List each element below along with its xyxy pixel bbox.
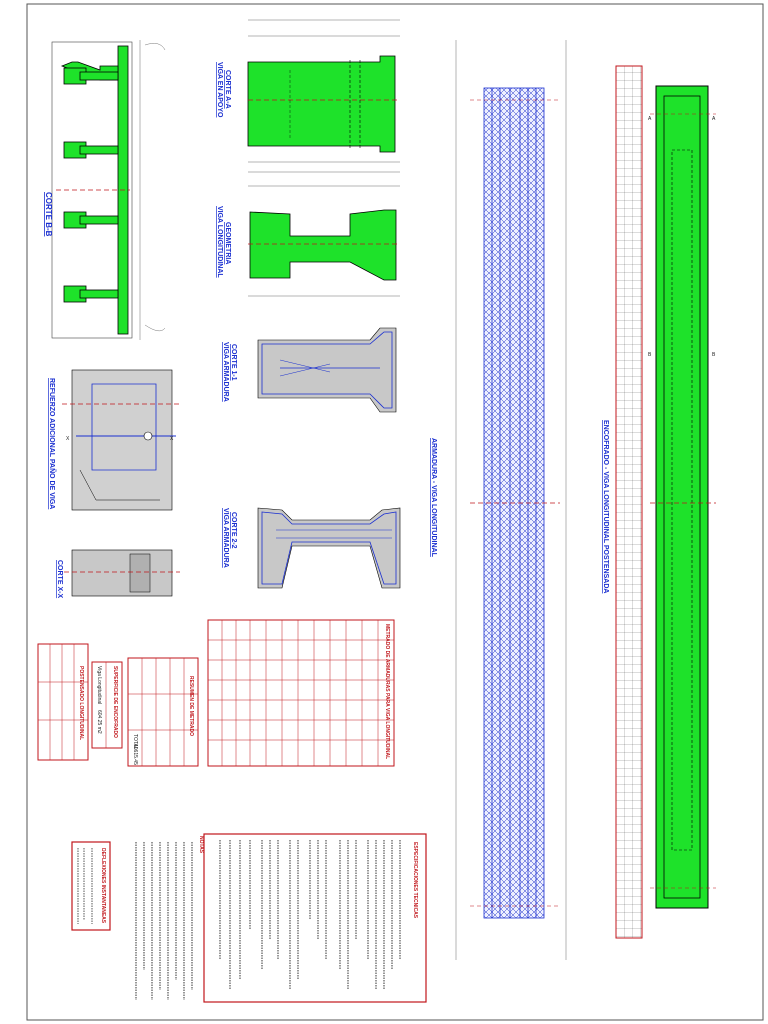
corte-22-label: CORTE 2-2 <box>230 512 237 549</box>
a-mark-right: A <box>712 116 716 122</box>
corte-xx-view: CORTE X-X <box>56 549 180 598</box>
sheet-border <box>26 3 764 1021</box>
armadura-label: ARMADURA - VIGA LONGITUDINAL <box>430 438 437 558</box>
encofrado-view: A A B B ENCOFRADO - VIGA LONGITUDINAL PO… <box>602 65 716 939</box>
corte-xx-label: CORTE X-X <box>56 560 63 598</box>
resumen-total-label: TOTAL <box>132 734 138 750</box>
metrado-table: METRADO DE ARMADURAS PARA VIGA LONGITUDI… <box>207 619 395 767</box>
notas-block: NOTAS <box>135 836 204 1000</box>
postensado-table: POSTENSADO LONGITUDINAL <box>37 643 89 761</box>
especificaciones-title: ESPECIFICACIONES TECNICAS <box>412 842 418 919</box>
corte-bb-view: CORTE B-B <box>44 40 166 340</box>
corte-11-label: CORTE 1-1 <box>230 344 237 381</box>
armadura-view: ARMADURA - VIGA LONGITUDINAL <box>430 40 567 960</box>
refuerzo-view: X X REFUERZO ADICIONAL PAÑO DE VIGA <box>48 369 180 511</box>
resumen-total-value: 10615.45 <box>132 744 138 765</box>
encofrado-table: SUPERFICIE DE ENCOFRADO Viga Longitudina… <box>91 661 123 749</box>
resumen-title: RESUMEN DE METRADO <box>188 676 194 736</box>
especificaciones-box: ESPECIFICACIONES TECNICAS <box>203 833 427 1003</box>
notas-title: NOTAS <box>198 836 204 854</box>
viga-armadura-1-label: VIGA ARMADURA <box>222 342 229 402</box>
encofrado-label: ENCOFRADO - VIGA LONGITUDINAL POSTENSADA <box>602 420 609 593</box>
corte-aa-view: CORTE A-A VIGA EN APOYO <box>216 19 400 163</box>
b-mark-left: B <box>648 352 652 358</box>
metrado-title: METRADO DE ARMADURAS PARA VIGA LONGITUDI… <box>384 624 390 759</box>
deflexiones-title: DEFLEXIONES INSTANTANEAS <box>100 848 106 924</box>
encofrado-row-value: 604.25 m2 <box>96 710 102 734</box>
viga-armadura-2-label: VIGA ARMADURA <box>222 508 229 568</box>
encofrado-table-title: SUPERFICIE DE ENCOFRADO <box>112 666 118 738</box>
viga-longitudinal-label: VIGA LONGITUDINAL <box>216 206 223 278</box>
x-mark-left: X <box>66 436 70 442</box>
corte-bb-label: CORTE B-B <box>44 192 53 237</box>
refuerzo-label: REFUERZO ADICIONAL PAÑO DE VIGA <box>48 378 57 509</box>
x-mark-right: X <box>170 436 174 442</box>
deflexiones-box: DEFLEXIONES INSTANTANEAS <box>71 841 111 931</box>
corte-22-view: CORTE 2-2 VIGA ARMADURA <box>222 507 401 589</box>
resumen-table: RESUMEN DE METRADO TOTAL 10615.45 <box>127 657 199 767</box>
geometria-label: GEOMETRIA <box>224 222 231 264</box>
corte-11-view: CORTE 1-1 VIGA ARMADURA <box>222 327 397 413</box>
viga-en-apoyo-label: VIGA EN APOYO <box>216 62 223 118</box>
b-mark-right: B <box>712 352 716 358</box>
geometria-view: GEOMETRIA VIGA LONGITUDINAL <box>216 171 400 297</box>
corte-aa-label: CORTE A-A <box>224 70 231 109</box>
encofrado-row-label: Viga Longitudinal <box>96 666 102 704</box>
postensado-title: POSTENSADO LONGITUDINAL <box>78 666 84 740</box>
a-mark-left: A <box>648 116 652 122</box>
